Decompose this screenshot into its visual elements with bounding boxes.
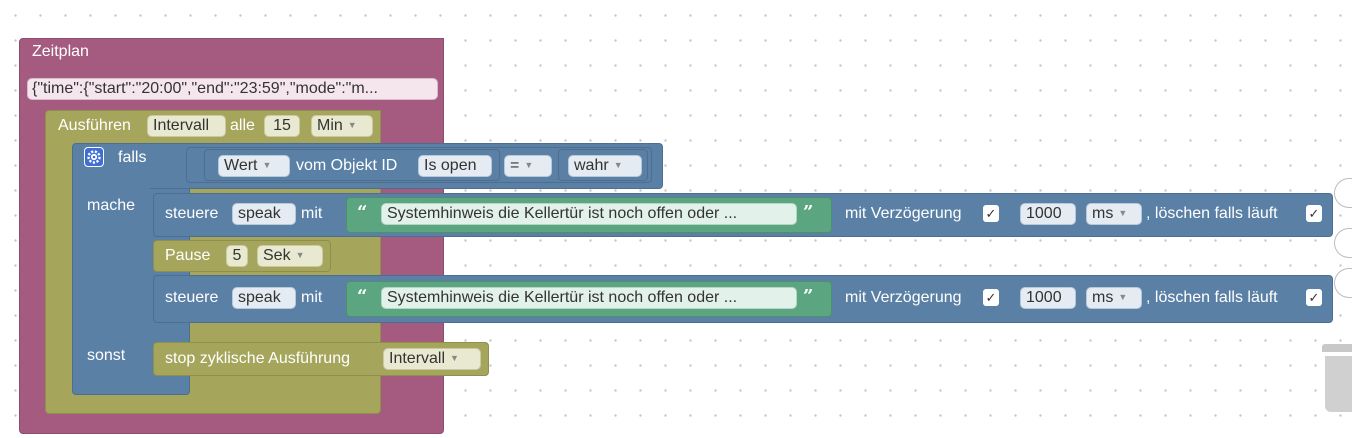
pause-unit-dropdown[interactable]: Sek ▼ (257, 245, 323, 267)
speak-text-field[interactable]: Systemhinweis die Kellertür ist noch off… (381, 287, 797, 309)
clear-checkbox[interactable]: ✓ (1306, 288, 1322, 308)
chevron-down-icon: ▼ (524, 160, 534, 170)
delay-unit-value: ms (1092, 289, 1114, 306)
delay-label: mit Verzögerung (845, 289, 962, 306)
delay-label: mit Verzögerung (845, 205, 962, 222)
pause-unit-value: Sek (263, 247, 291, 264)
check-icon: ✓ (1306, 289, 1322, 306)
delay-unit-dropdown[interactable]: ms ▼ (1086, 287, 1142, 309)
interval-unit-dropdown[interactable]: Min ▼ (311, 115, 373, 137)
boolean-dropdown[interactable]: wahr ▼ (568, 155, 642, 177)
stop-label: stop zyklische Ausführung (165, 350, 350, 367)
chevron-down-icon: ▼ (1118, 292, 1128, 302)
object-id-label: vom Objekt ID (296, 157, 398, 174)
trash-body (1325, 356, 1352, 412)
interval-every-label: alle (230, 117, 255, 134)
speak-text-field[interactable]: Systemhinweis die Kellertür ist noch off… (381, 203, 797, 225)
pause-label: Pause (165, 247, 211, 264)
operator-dropdown[interactable]: =▼ (504, 155, 552, 177)
value-field-label: Wert (224, 157, 258, 174)
object-id-field[interactable]: Is open (418, 155, 492, 177)
else-label: sonst (87, 347, 126, 364)
stop-target-dropdown[interactable]: Intervall ▼ (383, 348, 481, 370)
speak-target-field[interactable]: speak (232, 203, 296, 225)
chevron-down-icon: ▼ (347, 120, 357, 130)
chevron-down-icon: ▼ (262, 160, 272, 170)
interval-run-label: Ausführen (58, 117, 131, 134)
if-label: falls (118, 149, 147, 166)
trash-lid (1322, 344, 1352, 352)
check-icon: ✓ (983, 289, 999, 306)
operator-value: = (510, 157, 520, 174)
trash-icon[interactable] (1322, 340, 1352, 412)
interval-unit-value: Min (317, 117, 343, 134)
clear-checkbox[interactable]: ✓ (1306, 204, 1322, 224)
stop-target-value: Intervall (389, 350, 446, 367)
delay-unit-value: ms (1092, 205, 1114, 222)
zoom-reset-icon[interactable] (1334, 178, 1352, 208)
close-quote-icon: ” (803, 202, 814, 223)
chevron-down-icon: ▼ (450, 353, 459, 363)
clear-label: , löschen falls läuft (1146, 205, 1278, 222)
clear-label: , löschen falls läuft (1146, 289, 1278, 306)
chevron-down-icon: ▼ (613, 160, 623, 170)
delay-checkbox[interactable]: ✓ (983, 204, 999, 224)
if-gear-button[interactable] (84, 147, 104, 167)
delay-value-field[interactable]: 1000 (1020, 203, 1076, 225)
speak-target-field[interactable]: speak (232, 287, 296, 309)
open-quote-icon: “ (357, 202, 368, 223)
with-label: mit (301, 205, 323, 222)
delay-unit-dropdown[interactable]: ms ▼ (1086, 203, 1142, 225)
chevron-down-icon: ▼ (1118, 208, 1128, 218)
interval-value-field[interactable]: 15 (264, 115, 300, 137)
with-label: mit (301, 289, 323, 306)
check-icon: ✓ (983, 205, 999, 222)
check-icon: ✓ (1306, 205, 1322, 222)
pause-value-field[interactable]: 5 (226, 245, 248, 267)
open-quote-icon: “ (357, 286, 368, 307)
delay-checkbox[interactable]: ✓ (983, 288, 999, 308)
gear-icon (87, 150, 101, 164)
control-label: steuere (165, 205, 219, 222)
zoom-out-icon[interactable] (1334, 268, 1352, 298)
chevron-down-icon: ▼ (295, 250, 305, 260)
schedule-config-field[interactable]: {"time":{"start":"20:00","end":"23:59","… (27, 78, 438, 100)
schedule-title: Zeitplan (32, 43, 89, 60)
boolean-value: wahr (574, 157, 609, 174)
delay-value-field[interactable]: 1000 (1020, 287, 1076, 309)
zoom-in-icon[interactable] (1334, 228, 1352, 258)
close-quote-icon: ” (803, 286, 814, 307)
interval-name-field[interactable]: Intervall (147, 115, 226, 137)
control-label: steuere (165, 289, 219, 306)
value-field-dropdown[interactable]: Wert ▼ (218, 155, 290, 177)
do-label: mache (87, 197, 136, 214)
